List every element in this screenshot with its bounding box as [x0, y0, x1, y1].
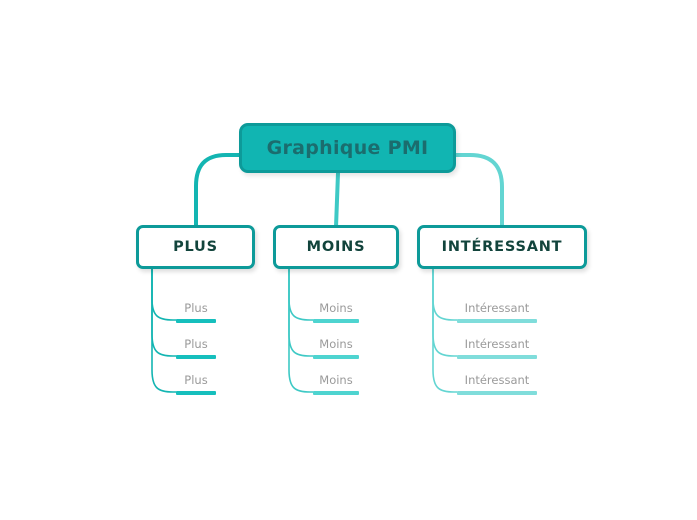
leaf-node[interactable]: Plus: [176, 337, 216, 359]
leaf-node-label: Moins: [319, 337, 353, 351]
connector-root-to-interessant: [454, 153, 504, 229]
leaf-node[interactable]: Intéressant: [457, 301, 537, 323]
connector-root-to-moins: [334, 171, 340, 229]
root-node[interactable]: Graphique PMI: [239, 123, 456, 173]
branch-node-interessant[interactable]: INTÉRESSANT: [417, 225, 587, 269]
leaf-underline-bar: [176, 391, 216, 395]
connector-interessant-leaf-1: [432, 268, 458, 357]
leaf-node[interactable]: Moins: [313, 301, 359, 323]
leaf-node[interactable]: Intéressant: [457, 373, 537, 395]
branch-node-label: MOINS: [306, 239, 366, 255]
connector-interessant-leaf-0: [432, 268, 458, 321]
leaf-underline-bar: [457, 391, 537, 395]
leaf-node-label: Moins: [319, 301, 353, 315]
connector-plus-leaf-2: [151, 268, 177, 393]
leaf-underline-bar: [176, 319, 216, 323]
connector-plus-leaf-0: [151, 268, 177, 321]
leaf-underline-bar: [313, 355, 359, 359]
connector-moins-leaf-0: [288, 268, 314, 321]
leaf-underline-bar: [457, 355, 537, 359]
leaf-node[interactable]: Plus: [176, 301, 216, 323]
leaf-node[interactable]: Moins: [313, 337, 359, 359]
connector-moins-leaf-2: [288, 268, 314, 393]
leaf-node[interactable]: Intéressant: [457, 337, 537, 359]
branch-node-plus[interactable]: PLUS: [136, 225, 255, 269]
leaf-underline-bar: [176, 355, 216, 359]
leaf-underline-bar: [313, 391, 359, 395]
branch-node-label: INTÉRESSANT: [441, 239, 563, 255]
leaf-node-label: Intéressant: [464, 373, 530, 387]
leaf-node[interactable]: Moins: [313, 373, 359, 395]
connector-moins-leaf-1: [288, 268, 314, 357]
connector-interessant-leaf-2: [432, 268, 458, 393]
leaf-node-label: Intéressant: [464, 337, 530, 351]
leaf-underline-bar: [313, 319, 359, 323]
leaf-node-label: Moins: [319, 373, 353, 387]
branch-node-moins[interactable]: MOINS: [273, 225, 399, 269]
branch-node-label: PLUS: [173, 239, 218, 255]
leaf-node-label: Intéressant: [464, 301, 530, 315]
connector-plus-leaf-1: [151, 268, 177, 357]
leaf-node-label: Plus: [184, 373, 208, 387]
leaf-node[interactable]: Plus: [176, 373, 216, 395]
root-node-label: Graphique PMI: [266, 137, 429, 159]
leaf-node-label: Plus: [184, 337, 208, 351]
leaf-underline-bar: [457, 319, 537, 323]
connector-root-to-plus: [194, 153, 241, 229]
leaf-node-label: Plus: [184, 301, 208, 315]
